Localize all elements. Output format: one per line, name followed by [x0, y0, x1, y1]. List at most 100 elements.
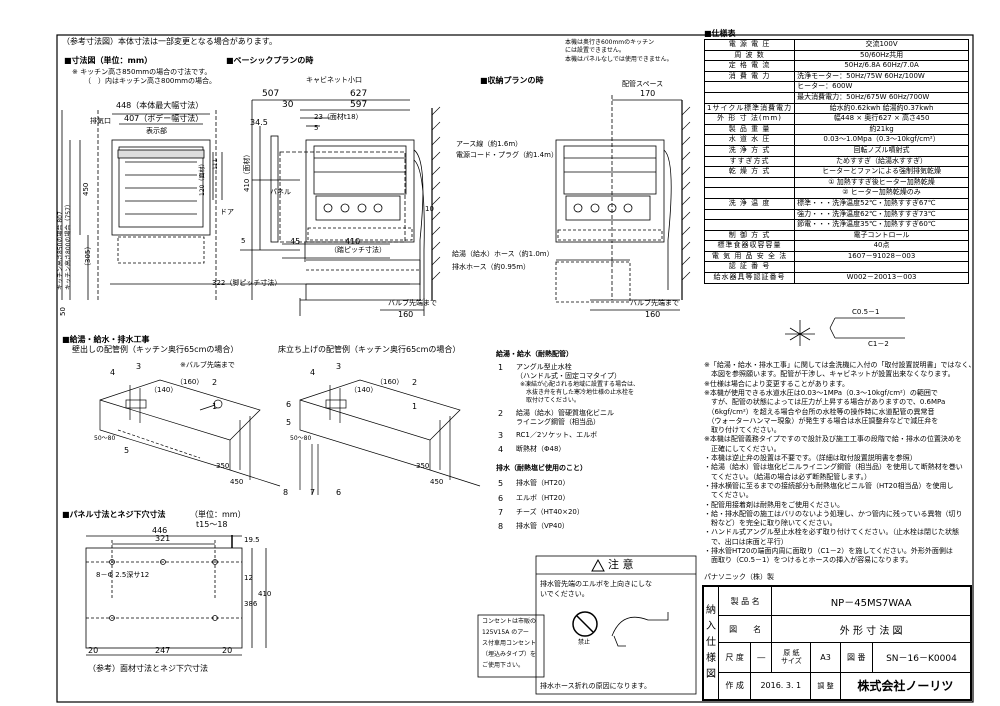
spec-value: ためすすぎ（給湯水すすぎ） [794, 155, 969, 168]
dim-45: 45 [290, 237, 301, 246]
wall-piping-title: 壁出しの配管例（キッチン奥行65cmの場合） [72, 345, 239, 354]
prohibited-label: 禁止 [578, 639, 591, 646]
note-line: （6kgf/cm²）を超える場合や台所の水栓等の操作時に水道配管の異常音 [704, 407, 935, 416]
spec-value: 標準・・・洗浄温度52℃・加熱すすぎ67℃ [794, 197, 969, 210]
outlet-note3: ス付車用コンセント [482, 640, 537, 647]
dim-757: キッチン高さ800の場合（757） [65, 201, 72, 290]
product-label: 製 品 名 [717, 585, 773, 617]
spec-value: 50/60Hz共用 [794, 49, 969, 62]
callout-4b: 4 [310, 368, 316, 377]
dim-807: キッチン高さ850の場合 807 [57, 211, 64, 290]
spec-value: 交流100V [794, 39, 969, 51]
kitchen-height-note: ※ キッチン高さ850mmの場合の寸法です。 [72, 68, 212, 76]
display-label: 表示部 [146, 127, 167, 135]
dim-170: 170 [640, 89, 656, 98]
callout-4a: 4 [110, 368, 116, 377]
legend-8: 排水管（VP40） [516, 522, 569, 530]
note-line: てください。（給湯の場合は必ず断熱配管します。） [704, 472, 872, 481]
legend-supply-title: 給湯・給水（耐熱配管） [496, 350, 573, 358]
kitchen-depth-note3: 本機はパネルなしでは使用できません。 [565, 56, 673, 63]
spec-value: ② ヒーター加熱乾燥のみ [794, 187, 969, 199]
outlet-note2: 125V15A のアー [482, 629, 529, 636]
callout-5b: 5 [286, 418, 292, 427]
created-date: 2016. 3. 1 [750, 671, 812, 701]
note-line: ※「給湯・給水・排水工事」に関しては金洗機に入付の「取付設置説明書」ではなく、 [704, 361, 976, 369]
spec-value: 最大消費電力：50Hz/675W 60Hz/700W [794, 91, 969, 104]
legend-num-1: 1 [498, 363, 504, 372]
note-line: ・排水管HT20の端面内周に面取り（C1－2）を施してください。外形外面側は [704, 547, 953, 555]
figure-name: 外 形 寸 法 図 [771, 615, 971, 644]
note-line: で、出口は床面と平行） [704, 537, 788, 546]
scale-value: ― [750, 642, 773, 673]
floor-piping-title: 床立ち上げの配管例（キッチン奥行65cmの場合） [278, 345, 461, 354]
legend-drain-title: 排水（耐熱塩ビ使用のこと） [496, 464, 587, 472]
spec-value: 幅448 × 奥行627 × 高さ450 [794, 113, 969, 125]
legend-2b: ライニング鋼管（相当品） [516, 418, 600, 426]
panel-caption: （参考）面材寸法とネジ下穴寸法 [88, 664, 208, 673]
spec-value: 50Hz/6.8A 60Hz/7.0A [794, 60, 969, 72]
caution-text1: 排水管先端のエルボを上向きにしな [540, 580, 652, 588]
spec-value: 約21kg [794, 123, 969, 136]
figure-label: 図 名 [717, 615, 773, 644]
panel-label: パネル [270, 188, 291, 196]
drain-hose-label: 排水ホース（約0.95m） [452, 263, 531, 271]
note-line: すが、配管の状態によっては圧力が上昇する場合がありますので、0.6MPa [704, 398, 946, 407]
dim-5: 5 [314, 124, 319, 132]
p140b: （140） [350, 386, 378, 394]
legend-num-7: 7 [498, 508, 504, 517]
kitchen-height-note2: （ ）内はキッチン高さ800mmの場合。 [84, 77, 216, 85]
spec-value: W002－20013－003 [794, 272, 969, 284]
dim-507: 507 [262, 89, 280, 99]
caution-bottom: 排水ホース折れの原因になります。 [540, 682, 651, 690]
p5080a: 50～80 [94, 435, 116, 442]
callout-7b: 7 [310, 488, 316, 497]
spec-key [703, 219, 796, 231]
legend-1b: （ハンドル式・固定コマタイプ） [516, 372, 621, 380]
spec-key: 乾 燥 方 式 [703, 166, 796, 178]
p140a: （140） [150, 386, 178, 394]
note-line: てください。 [704, 491, 753, 500]
spec-row: 認 証 番 号 [703, 261, 969, 274]
legend-3: RC1／2ソケット、エルボ [516, 431, 598, 439]
spec-key: すすぎ方式 [703, 155, 796, 168]
note-line: 粉など）を完全に取り除いてください。 [704, 519, 837, 528]
note-line: ※本機が使用できる水道水圧は0.03～1MPa（0.3～10kgf/cm²）の範… [704, 388, 938, 397]
spec-key: 水 道 水 圧 [703, 134, 796, 146]
caution-title: 注 意 [608, 558, 634, 571]
dim-305: （305） [84, 242, 92, 270]
dim-627: 627 [350, 89, 368, 99]
company-name: 株式会社ノーリツ [839, 671, 972, 701]
callout-6c: 6 [336, 488, 342, 497]
dim-160b: 160 [645, 310, 661, 319]
valve-note: ※バルブ先端まで [180, 361, 235, 369]
callout-6b: 6 [286, 400, 292, 409]
spec-title: ■仕様表 [704, 29, 736, 38]
legend-1c: ※凍結が心配される地域に設置する場合は、 [520, 381, 640, 388]
door-label: ドア [220, 208, 234, 216]
dim-407: 407（ボデー幅寸法） [124, 114, 204, 123]
dim-160a: 160 [398, 310, 414, 319]
dim-23: 23（面材t18） [314, 113, 363, 121]
panel-h386: 386 [244, 600, 258, 608]
spec-value: 0.03～1.0Mpa（0.3～10kgf/cm²） [794, 134, 969, 146]
dim-111: 111 [212, 158, 219, 170]
valve-tip-label1: バルブ先端まで [388, 299, 437, 307]
title-block: 納入仕様図 製 品 名 NP－45MS7WAA 図 名 外 形 寸 法 図 尺 … [702, 585, 972, 701]
chamfer-c05: C0.5－1 [852, 308, 880, 316]
spec-key [703, 81, 796, 93]
product-name: NP－45MS7WAA [771, 585, 971, 617]
dim-5b: 5 [241, 237, 246, 245]
dim-34-5: 34.5 [250, 118, 268, 127]
maker-note: パナソニック（株）製 [704, 573, 774, 581]
p350a: 350 [216, 462, 230, 470]
note-line: （ウォーターハンマー現象）が発生する場合は水圧調整弁などで減圧弁を [704, 416, 939, 425]
spec-value: 節電・・・洗浄温度35℃・加熱すすぎ60℃ [794, 219, 969, 231]
legend-2a: 給湯（給水）管硬質塩化ビニル [516, 409, 614, 417]
panel-b247: 247 [155, 646, 171, 655]
